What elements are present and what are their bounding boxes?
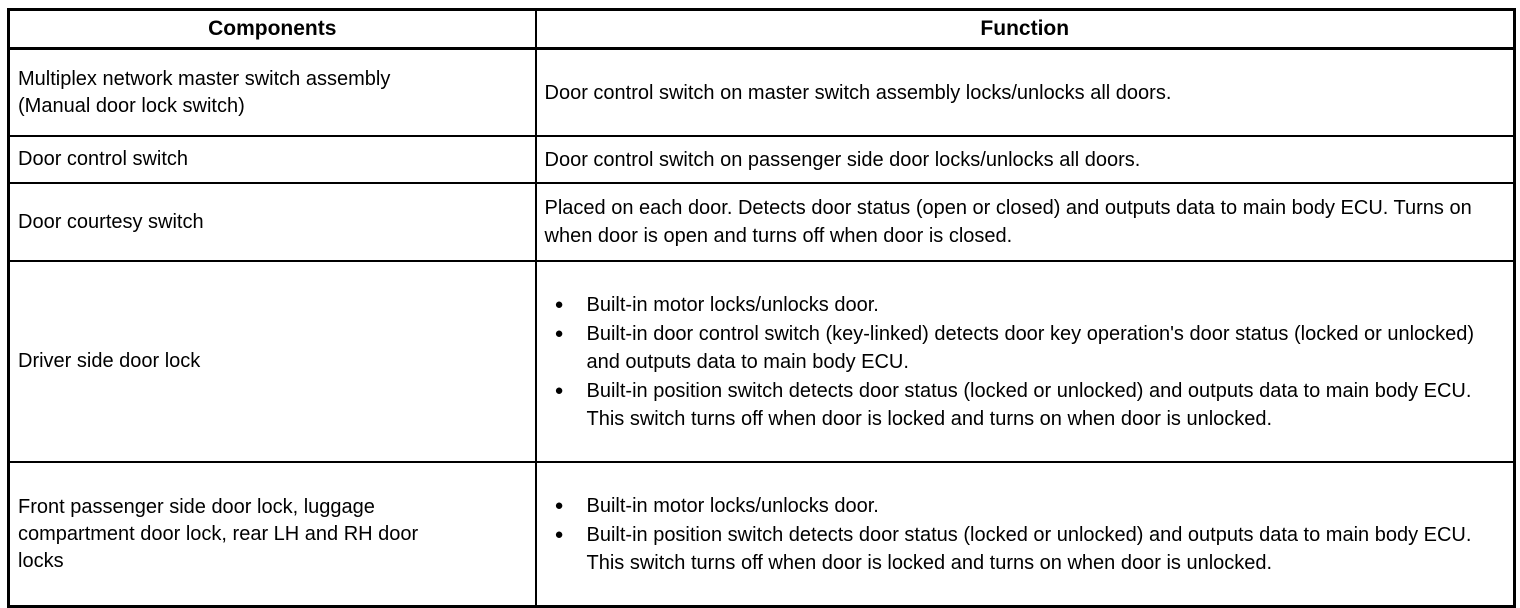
- bullet-text: Built-in door control switch (key-linked…: [586, 322, 1475, 373]
- component-cell: Driver side door lock: [7, 260, 537, 463]
- bullet-icon: ●: [554, 324, 564, 342]
- bullet-item: ● Built-in door control switch (key-link…: [545, 320, 1498, 376]
- function-cell: Door control switch on master switch ass…: [534, 47, 1516, 137]
- bullet-icon: ●: [554, 525, 564, 543]
- bullet-item: ● Built-in motor locks/unlocks door.: [545, 492, 1498, 520]
- bullet-item: ● Built-in position switch detects door …: [545, 377, 1498, 433]
- function-cell: ● Built-in motor locks/unlocks door. ● B…: [534, 260, 1516, 463]
- component-cell: Multiplex network master switch assembly…: [7, 47, 537, 137]
- function-column-header: Function: [534, 8, 1516, 50]
- bullet-item: ● Built-in motor locks/unlocks door.: [545, 291, 1498, 319]
- components-function-table: Components Function Multiplex network ma…: [7, 8, 1516, 608]
- header-row: Components Function: [7, 8, 1516, 50]
- table-row: Front passenger side door lock, luggage …: [7, 461, 1516, 608]
- table-row: Driver side door lock ● Built-in motor l…: [7, 260, 1516, 463]
- bullet-item: ● Built-in position switch detects door …: [545, 521, 1498, 577]
- table-row: Door control switch Door control switch …: [7, 135, 1516, 184]
- function-cell: Placed on each door. Detects door status…: [534, 182, 1516, 262]
- bullet-text: Built-in motor locks/unlocks door.: [586, 293, 879, 316]
- bullet-icon: ●: [554, 381, 564, 399]
- bullet-text: Built-in position switch detects door st…: [586, 523, 1472, 574]
- component-cell: Door control switch: [7, 135, 537, 184]
- bullet-icon: ●: [554, 295, 564, 313]
- function-bullet-list: ● Built-in motor locks/unlocks door. ● B…: [545, 492, 1498, 577]
- bullet-icon: ●: [554, 496, 564, 514]
- bullet-text: Built-in motor locks/unlocks door.: [586, 494, 879, 517]
- components-column-header: Components: [7, 8, 537, 50]
- component-cell: Front passenger side door lock, luggage …: [7, 461, 537, 608]
- table-row: Door courtesy switch Placed on each door…: [7, 182, 1516, 262]
- components-function-table-container: Components Function Multiplex network ma…: [7, 8, 1516, 608]
- function-bullet-list: ● Built-in motor locks/unlocks door. ● B…: [545, 291, 1498, 433]
- component-cell: Door courtesy switch: [7, 182, 537, 262]
- table-row: Multiplex network master switch assembly…: [7, 47, 1516, 137]
- function-cell: ● Built-in motor locks/unlocks door. ● B…: [534, 461, 1516, 608]
- bullet-text: Built-in position switch detects door st…: [586, 379, 1472, 430]
- function-cell: Door control switch on passenger side do…: [534, 135, 1516, 184]
